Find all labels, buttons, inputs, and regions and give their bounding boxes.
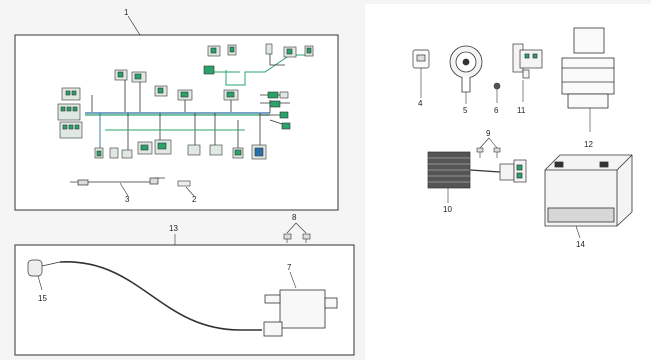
horn xyxy=(449,45,483,93)
ignition-lead-wire xyxy=(59,261,262,331)
starter-relay xyxy=(512,43,543,79)
sensor-lead xyxy=(70,177,165,186)
callout-8: 8 xyxy=(292,213,297,222)
ignition-coil xyxy=(263,289,338,337)
spark-plug-cap xyxy=(27,259,61,277)
voltage-regulator xyxy=(427,151,527,189)
battery xyxy=(544,154,633,227)
callout-6: 6 xyxy=(494,106,499,115)
callout-3: 3 xyxy=(125,195,130,204)
cdi-unit xyxy=(561,27,615,109)
fuse xyxy=(177,180,191,187)
callout-7: 7 xyxy=(287,263,292,272)
horn-screw xyxy=(493,82,501,96)
flasher-relay xyxy=(412,49,430,69)
callout-14: 14 xyxy=(576,240,585,249)
callout-9: 9 xyxy=(486,129,491,138)
callout-13: 13 xyxy=(169,224,178,233)
coil-bolts xyxy=(283,233,311,243)
callout-2: 2 xyxy=(192,195,197,204)
callout-4: 4 xyxy=(418,99,423,108)
wiring-harness xyxy=(85,52,310,152)
callout-11: 11 xyxy=(517,106,526,115)
callout-15: 15 xyxy=(38,294,47,303)
regulator-bolts xyxy=(476,147,501,158)
callout-1: 1 xyxy=(124,8,129,17)
harness-connectors xyxy=(57,43,314,160)
callout-5: 5 xyxy=(463,106,468,115)
callout-12: 12 xyxy=(584,140,593,149)
callout-10: 10 xyxy=(443,205,452,214)
